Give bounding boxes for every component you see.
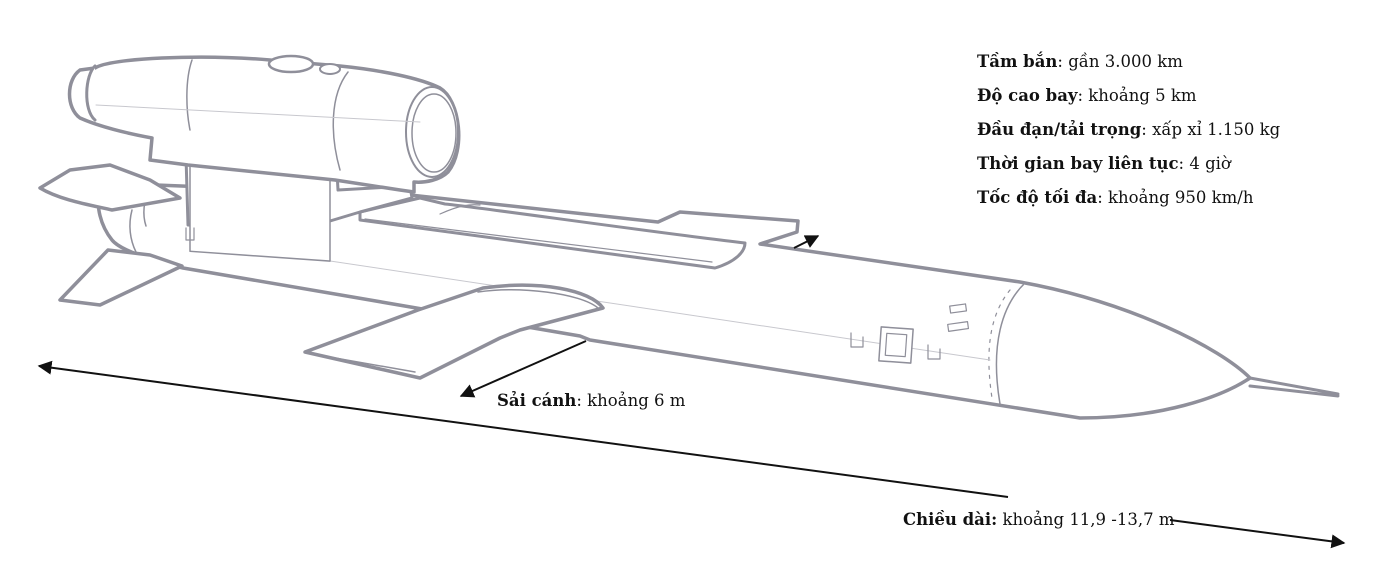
engine-seam-2 — [332, 71, 349, 171]
length-key: Chiều dài: — [903, 510, 998, 529]
spec-warhead-value: xấp xỉ 1.150 kg — [1152, 120, 1281, 139]
spec-altitude-value: khoảng 5 km — [1088, 86, 1197, 105]
main-wing-root-fillet — [477, 289, 599, 309]
tailplane-upper — [38, 163, 182, 212]
main-wing-edge — [317, 354, 416, 373]
engine-intake-ring — [85, 64, 97, 122]
spec-range: Tầm bắn: gần 3.000 km — [977, 52, 1183, 71]
spec-flight-time: Thời gian bay liên tục: 4 giờ — [977, 154, 1231, 173]
vent-slot-1 — [949, 303, 968, 314]
rear-ring-1 — [129, 209, 137, 253]
spec-max-speed-key: Tốc độ tối đa — [977, 188, 1098, 207]
engine-top-port-small — [319, 63, 341, 75]
pulse-jet-engine — [67, 55, 461, 194]
main-wing — [303, 283, 605, 380]
length-arrow-left — [37, 360, 1009, 498]
spec-max-speed-value: khoảng 950 km/h — [1108, 188, 1254, 207]
spec-altitude-key: Độ cao bay — [977, 86, 1078, 105]
fuselage — [96, 180, 1252, 420]
wingspan-arrow — [459, 340, 587, 398]
spec-range-value: gần 3.000 km — [1068, 52, 1183, 71]
spec-altitude: Độ cao bay: khoảng 5 km — [977, 86, 1197, 105]
engine-top-port — [267, 54, 315, 74]
spec-warhead: Đầu đạn/tải trọng: xấp xỉ 1.150 kg — [977, 120, 1281, 139]
engine-seam-1 — [186, 59, 193, 131]
spec-max-speed: Tốc độ tối đa: khoảng 950 km/h — [977, 188, 1254, 207]
length-label: Chiều dài: khoảng 11,9 -13,7 m — [903, 510, 1175, 529]
length-value: khoảng 11,9 -13,7 m — [1002, 510, 1175, 529]
length-arrow-right — [1169, 519, 1346, 549]
pitot-probe — [1248, 376, 1340, 398]
nose-seam-rivets — [988, 289, 1011, 399]
hatch-clips — [850, 332, 941, 360]
spec-flight-time-key: Thời gian bay liên tục — [977, 154, 1179, 173]
far-wing — [358, 196, 747, 270]
wingspan-key: Sải cánh — [497, 391, 577, 410]
spec-flight-time-value: 4 giờ — [1189, 154, 1231, 173]
spec-range-key: Tầm bắn — [977, 52, 1058, 71]
wingspan-value: khoảng 6 m — [587, 391, 686, 410]
missile-illustration — [38, 54, 1340, 420]
speed-arrow — [793, 235, 820, 249]
tailplane-lower — [58, 248, 184, 307]
engine-centerline — [95, 104, 421, 123]
nose-seam — [995, 282, 1026, 405]
spec-warhead-key: Đầu đạn/tải trọng — [977, 120, 1142, 139]
far-wing-detail — [364, 204, 713, 263]
wingspan-label: Sải cánh: khoảng 6 m — [497, 391, 686, 410]
access-hatch-inner — [884, 332, 908, 358]
vent-slot-2 — [947, 321, 970, 332]
engine-exhaust-inner — [411, 93, 457, 173]
